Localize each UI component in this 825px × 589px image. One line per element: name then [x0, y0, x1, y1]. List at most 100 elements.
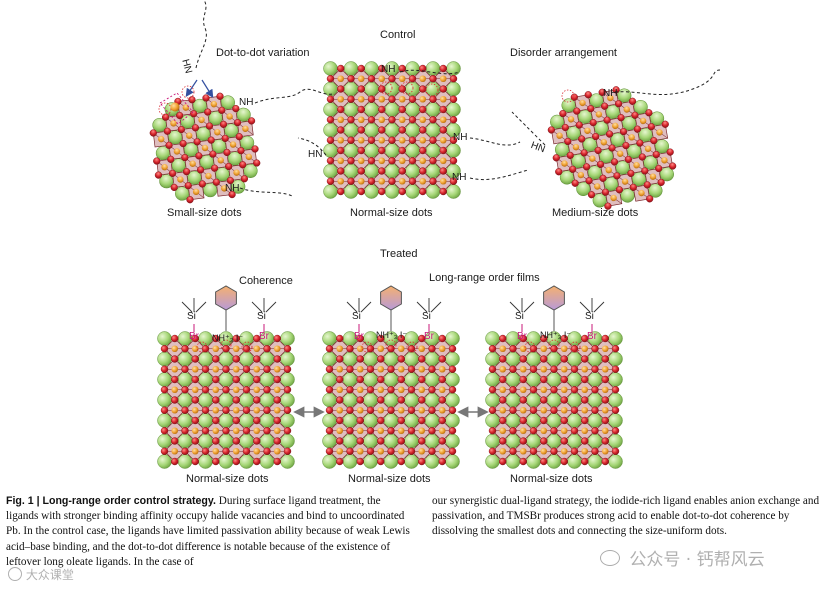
bond	[181, 301, 193, 313]
halide-atom	[357, 85, 365, 93]
pb-atom	[560, 386, 568, 394]
halide-atom	[168, 169, 177, 177]
halide-atom	[160, 386, 169, 394]
figure-illustration	[149, 0, 721, 469]
halide-atom	[325, 345, 334, 353]
pb-atom	[540, 447, 548, 455]
pb-atom	[439, 116, 447, 124]
halide-atom	[608, 144, 616, 152]
halide-atom	[613, 172, 621, 180]
halide-atom	[566, 151, 574, 159]
vacancy-marker	[524, 341, 536, 353]
figure-caption-right: our synergistic dual-ligand strategy, th…	[432, 494, 820, 540]
pb-atom	[605, 166, 612, 174]
halide-atom	[357, 105, 365, 114]
halide-atom	[438, 416, 446, 425]
halide-atom	[643, 181, 651, 189]
br-label: Br	[517, 331, 527, 342]
pb-atom	[232, 406, 240, 414]
pb-atom	[232, 447, 240, 455]
pb-atom	[439, 75, 447, 83]
halide-atom	[367, 136, 376, 144]
halide-atom	[408, 177, 417, 185]
quantum-dot-small	[149, 92, 261, 204]
halide-atom	[570, 406, 579, 414]
halide-atom	[581, 416, 589, 425]
vacancy-marker	[220, 339, 232, 351]
halide-atom	[591, 427, 599, 435]
halide-atom	[418, 457, 426, 466]
halide-atom	[378, 167, 386, 175]
halide-atom	[573, 107, 581, 115]
halide-atom	[627, 169, 635, 177]
halide-atom	[160, 406, 169, 414]
halide-atom	[263, 406, 271, 414]
halide-atom	[646, 195, 654, 203]
pb-atom	[499, 386, 507, 394]
pb-atom	[201, 144, 209, 152]
pb-atom	[577, 171, 585, 179]
pb-atom	[601, 427, 609, 435]
control-heading: Control	[380, 29, 416, 41]
halide-atom	[629, 183, 637, 191]
pb-atom	[212, 365, 220, 373]
detached-fragment	[159, 92, 194, 125]
halide-atom	[347, 177, 355, 185]
halide-atom	[408, 116, 417, 124]
pb-atom	[540, 427, 548, 435]
halide-atom	[570, 365, 579, 373]
pb-atom	[397, 406, 405, 414]
pb-atom	[377, 406, 385, 414]
halide-atom	[449, 157, 458, 165]
pb-atom	[607, 94, 614, 102]
halide-atom	[337, 167, 345, 175]
halide-atom	[560, 375, 568, 384]
halide-atom	[263, 365, 271, 373]
halide-atom	[633, 125, 641, 133]
oleate-ligand-tail	[195, 0, 207, 69]
halide-atom	[419, 105, 427, 114]
halide-atom	[212, 355, 220, 363]
halide-atom	[191, 396, 199, 404]
watermark-right: 公众号 · 钙帮风云	[600, 545, 765, 570]
halide-atom	[387, 365, 395, 373]
halide-atom	[575, 121, 583, 129]
pb-atom	[337, 116, 345, 124]
pb-atom	[357, 177, 365, 185]
halide-atom	[408, 157, 417, 165]
pb-atom	[226, 113, 233, 120]
halide-atom	[641, 167, 649, 175]
halide-atom	[233, 119, 242, 127]
halide-atom	[222, 406, 230, 414]
halide-atom	[407, 406, 416, 414]
halide-atom	[336, 375, 344, 384]
pb-atom	[336, 345, 344, 353]
halide-atom	[247, 117, 256, 125]
halide-atom	[356, 334, 364, 343]
halide-atom	[191, 334, 199, 343]
halide-atom	[283, 365, 292, 373]
halide-atom	[336, 355, 344, 363]
halide-atom	[201, 386, 210, 394]
halide-atom	[499, 396, 507, 404]
halide-atom	[212, 178, 220, 186]
pb-atom	[560, 447, 568, 455]
pb-atom	[633, 162, 640, 169]
pb-atom	[357, 95, 365, 103]
halide-atom	[540, 334, 548, 343]
halide-atom	[367, 116, 376, 124]
halide-atom	[601, 375, 609, 384]
halide-atom	[337, 85, 345, 93]
pb-atom	[397, 345, 405, 353]
bond	[430, 301, 442, 313]
ligand-label: HN	[308, 149, 323, 160]
halide-atom	[207, 136, 215, 144]
pb-atom	[336, 427, 344, 435]
halide-atom	[377, 416, 385, 425]
pb-atom	[560, 345, 568, 353]
pb-atom	[540, 345, 548, 353]
halide-atom	[222, 427, 230, 435]
coherence-label: Coherence	[239, 275, 293, 287]
halide-atom	[599, 174, 607, 182]
halide-atom	[153, 157, 161, 165]
